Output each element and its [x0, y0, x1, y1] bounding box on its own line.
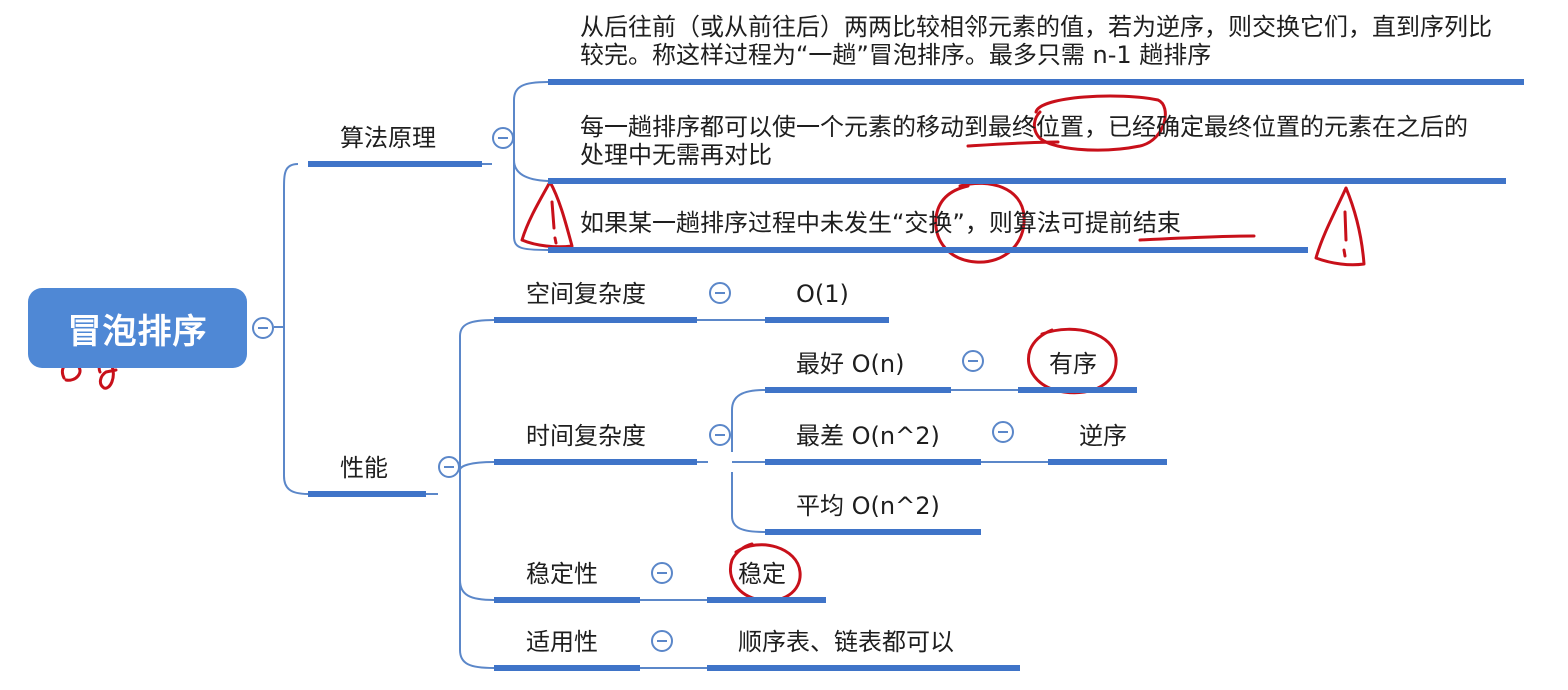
stability-value[interactable]: 稳定 [738, 560, 786, 588]
collapse-toggle-time[interactable] [709, 424, 731, 446]
collapse-toggle-best[interactable] [962, 350, 984, 372]
principle-underline [308, 161, 482, 167]
time-best-label[interactable]: 最好 O(n) [796, 350, 905, 378]
performance-underline [308, 491, 426, 497]
time-worst-note[interactable]: 逆序 [1079, 422, 1127, 450]
ink-circle-swap [934, 181, 1026, 264]
ink-underline-final-position [966, 140, 1060, 148]
space-underline [494, 317, 697, 323]
time-underline [494, 459, 697, 465]
collapse-toggle-principle[interactable] [492, 127, 514, 149]
time-best-note[interactable]: 有序 [1049, 350, 1097, 378]
space-value[interactable]: O(1) [796, 280, 849, 308]
collapse-toggle-performance[interactable] [438, 456, 460, 478]
stability-value-underline [707, 597, 826, 603]
applicability-value-underline [707, 665, 1020, 671]
collapse-toggle-root[interactable] [252, 317, 274, 339]
time-average-label[interactable]: 平均 O(n^2) [796, 492, 940, 520]
principle-item-2[interactable]: 每一趟排序都可以使一个元素的移动到最终位置，已经确定最终位置的元素在之后的处理中… [580, 113, 1468, 169]
ink-exclaim-left [520, 180, 574, 249]
principle-item-3-underline [548, 247, 1308, 253]
time-average-underline [765, 529, 981, 535]
applicability-value[interactable]: 顺序表、链表都可以 [738, 628, 954, 656]
time-best-underline [765, 387, 951, 393]
applicability-underline [494, 665, 640, 671]
collapse-toggle-stability[interactable] [651, 562, 673, 584]
collapse-toggle-applicability[interactable] [651, 630, 673, 652]
principle-item-1[interactable]: 从后往前（或从前往后）两两比较相邻元素的值，若为逆序，则交换它们，直到序列比较完… [580, 13, 1492, 69]
space-label[interactable]: 空间复杂度 [526, 280, 646, 308]
time-worst-label[interactable]: 最差 O(n^2) [796, 422, 940, 450]
space-value-underline [765, 317, 889, 323]
principle-label[interactable]: 算法原理 [340, 124, 436, 152]
collapse-toggle-space[interactable] [709, 282, 731, 304]
ink-exclaim-right [1314, 186, 1366, 267]
root-node[interactable]: 冒泡排序 [28, 288, 247, 368]
red-annotations [60, 94, 1366, 603]
performance-label[interactable]: 性能 [340, 454, 388, 482]
ink-underline-early-end [1138, 234, 1256, 242]
principle-item-2-underline [548, 178, 1506, 184]
principle-item-1-underline [548, 79, 1524, 85]
principle-item-3[interactable]: 如果某一趟排序过程中未发生“交换”，则算法可提前结束 [580, 209, 1181, 237]
stability-underline [494, 597, 640, 603]
time-best-note-underline [1018, 387, 1137, 393]
branch-connectors [274, 81, 1048, 669]
applicability-label[interactable]: 适用性 [526, 628, 598, 656]
stability-label[interactable]: 稳定性 [526, 560, 598, 588]
time-label[interactable]: 时间复杂度 [526, 422, 646, 450]
ink-ellipse-final-position [1032, 94, 1167, 152]
time-worst-underline [765, 459, 981, 465]
collapse-toggle-worst[interactable] [992, 421, 1014, 443]
time-worst-note-underline [1048, 459, 1167, 465]
root-label: 冒泡排序 [67, 311, 208, 352]
